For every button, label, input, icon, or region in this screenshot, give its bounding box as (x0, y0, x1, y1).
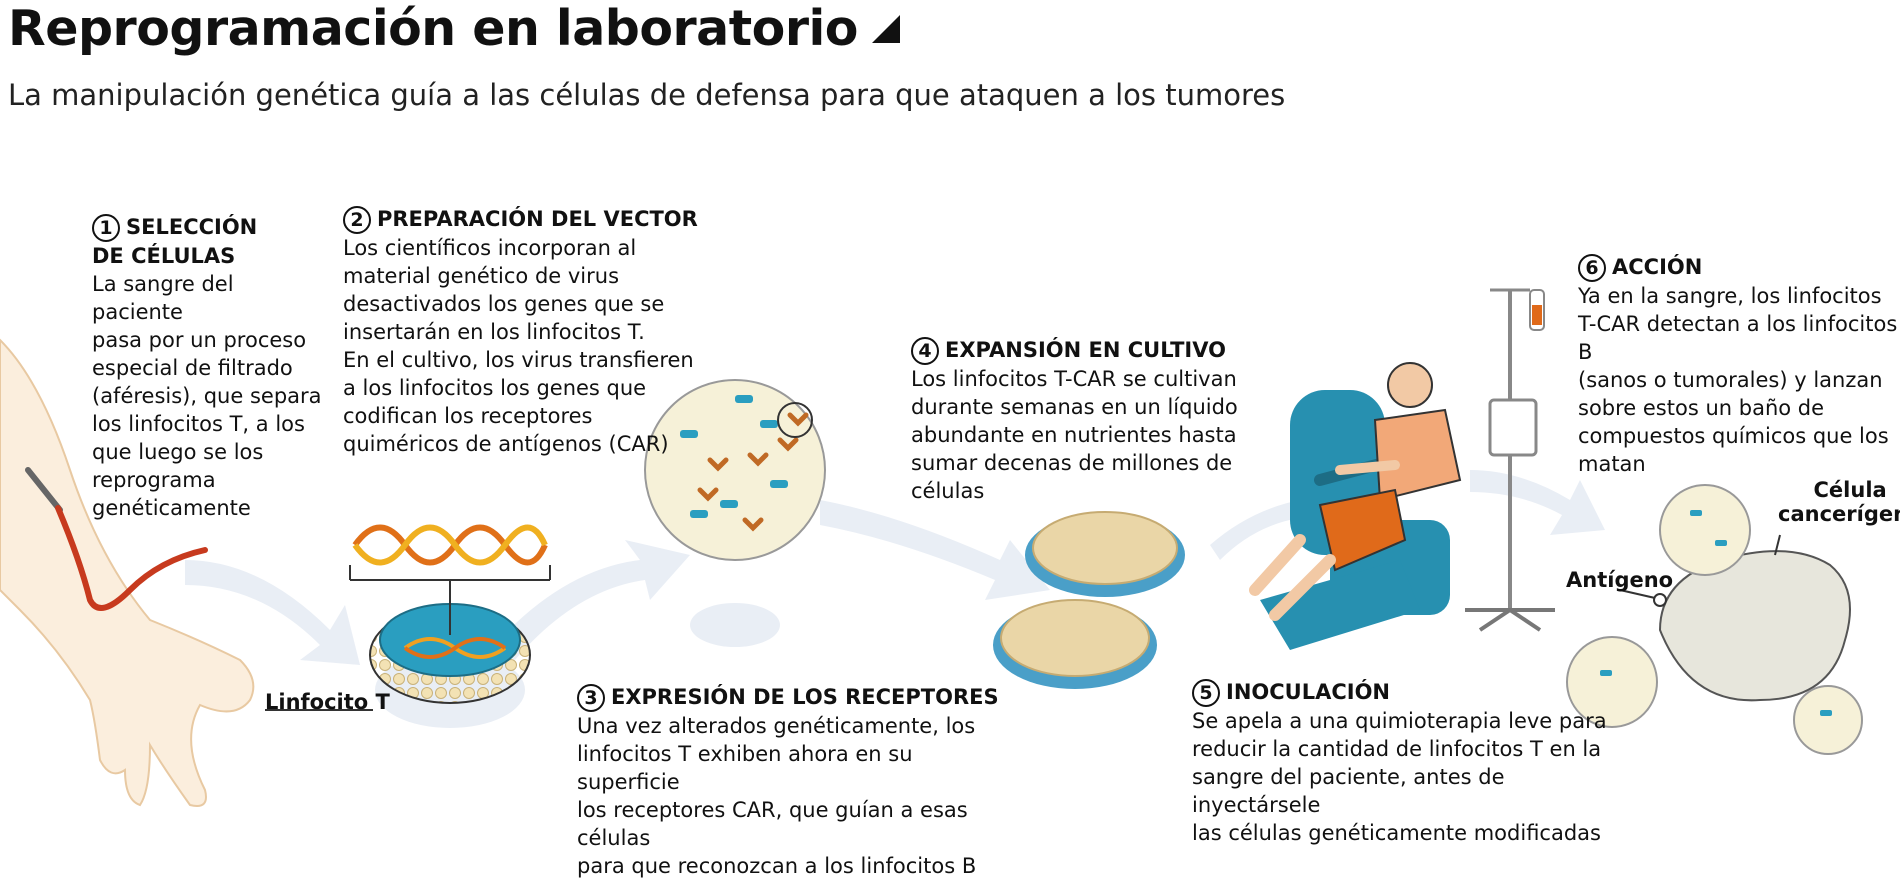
dna-helix (352, 524, 548, 566)
step-4-number: 4 (911, 337, 939, 365)
illustration (0, 288, 1863, 807)
petri-dishes (993, 511, 1185, 689)
step-5-line: sangre del paciente, antes de inyectárse… (1192, 765, 1505, 817)
step-6-line: T-CAR detectan a los linfocitos B (1578, 312, 1898, 364)
step-6-line: matan (1578, 452, 1646, 476)
step-1-line: genéticamente (92, 496, 251, 520)
step-4-line: abundante en nutrientes hasta (911, 423, 1237, 447)
step-6-line: sobre estos un baño de (1578, 396, 1825, 420)
page-subtitle: La manipulación genética guía a las célu… (8, 78, 1286, 112)
patient-arm (0, 338, 255, 807)
step-1-title-line1: SELECCIÓN (126, 215, 258, 239)
patient-chair (1249, 362, 1462, 650)
iv-stand (1465, 288, 1555, 632)
step-3-title: EXPRESIÓN DE LOS RECEPTORES (611, 685, 999, 709)
step-3-number: 3 (577, 684, 605, 712)
label-antigeno: Antígeno (1566, 568, 1674, 592)
step-1-title-line2: DE CÉLULAS (92, 244, 236, 268)
step-2-line: a los linfocitos los genes que (343, 376, 647, 400)
step-1-line: especial de filtrado (92, 356, 293, 380)
step-4-line: sumar decenas de millones de (911, 451, 1233, 475)
page-title: Reprogramación en laboratorio (8, 0, 900, 57)
step-5-number: 5 (1192, 679, 1220, 707)
step-6-title: ACCIÓN (1612, 255, 1703, 279)
step-4-line: Los linfocitos T-CAR se cultivan (911, 367, 1237, 391)
step-2-line: Los científicos incorporan al (343, 236, 637, 260)
label-celula-line1: Célula (1813, 478, 1887, 502)
step-1-line: que luego se los (92, 440, 264, 464)
step-3-line: para que reconozcan a los linfocitos B (577, 854, 977, 878)
step-2-line: quiméricos de antígenos (CAR) (343, 432, 669, 456)
step-1-line: reprograma (92, 468, 216, 492)
step-2-number: 2 (343, 206, 371, 234)
step-1-number: 1 (92, 214, 120, 242)
step-2-line: insertarán en los linfocitos T. (343, 320, 645, 344)
step-2-title: PREPARACIÓN DEL VECTOR (377, 207, 698, 231)
step-4-line: durante semanas en un líquido (911, 395, 1238, 419)
step-3-line: linfocitos T exhiben ahora en su superfi… (577, 742, 913, 794)
step-6-line: (sanos o tumorales) y lanzan (1578, 368, 1883, 392)
flow-arrow-3 (820, 500, 1050, 600)
step-1-line: La sangre del paciente (92, 272, 234, 324)
step-3-line: Una vez alterados genéticamente, los (577, 714, 976, 738)
flow-arrow-1 (185, 560, 360, 665)
step-6-line: Ya en la sangre, los linfocitos (1578, 284, 1882, 308)
step-4-line: células (911, 479, 985, 503)
step-5-line: las células genéticamente modificadas (1192, 821, 1601, 845)
triangle-marker-icon (871, 15, 900, 43)
step-5-title: INOCULACIÓN (1226, 680, 1390, 704)
step-1-line: los linfocitos T, a los (92, 412, 305, 436)
step-2-line: En el cultivo, los virus transfieren (343, 348, 694, 372)
step-1-line: (aféresis), que separa (92, 384, 322, 408)
virus-particle (644, 379, 826, 647)
step-3-line: los receptores CAR, que guían a esas cél… (577, 798, 968, 850)
step-6-number: 6 (1578, 254, 1606, 282)
step-1-line: pasa por un proceso (92, 328, 307, 352)
tcar-cells (1566, 484, 1863, 755)
flow-arrow-5 (1470, 470, 1605, 535)
flow-arrow-2 (490, 540, 690, 660)
step-5-line: Se apela a una quimioterapia leve para (1192, 709, 1607, 733)
label-linfocito: Linfocito T (265, 690, 390, 714)
page-title-text: Reprogramación en laboratorio (8, 0, 858, 57)
step-2-line: codifican los receptores (343, 404, 593, 428)
step-5-line: reducir la cantidad de linfocitos T en l… (1192, 737, 1602, 761)
label-celula-cancerigena: Célula cancerígena (1778, 478, 1900, 526)
lymphocyte-cell (265, 565, 551, 728)
label-celula-line2: cancerígena (1778, 502, 1900, 526)
step-2-line: desactivados los genes que se (343, 292, 665, 316)
step-4-title: EXPANSIÓN EN CULTIVO (945, 338, 1226, 362)
step-2-line: material genético de virus (343, 264, 620, 288)
step-6-line: compuestos químicos que los (1578, 424, 1889, 448)
